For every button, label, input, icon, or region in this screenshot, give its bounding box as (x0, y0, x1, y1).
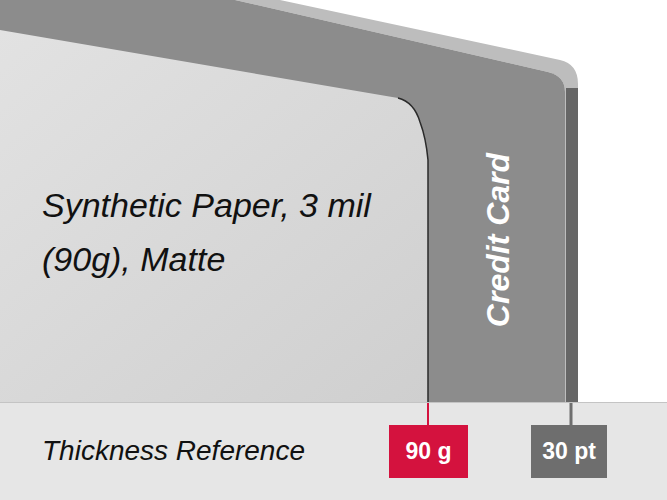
reference-band: Thickness Reference 90 g 30 pt (0, 402, 667, 500)
paper-tick (427, 403, 429, 425)
paper-thickness-chip: 90 g (389, 425, 468, 478)
card-face (0, 0, 565, 402)
thickness-value: 90 g (405, 438, 451, 465)
paper-edge (398, 98, 428, 402)
card-label: Credit Card (479, 153, 516, 327)
band-top-line (0, 402, 667, 403)
paper-sheet: Synthetic Paper, 3 mil (90g), Matte (0, 150, 428, 402)
paper-description: Synthetic Paper, 3 mil (90g), Matte (42, 178, 372, 286)
thickness-value: 30 pt (542, 438, 596, 465)
paper-sheet-shape (0, 30, 428, 402)
card-thickness-chip: 30 pt (531, 425, 607, 478)
band-heading: Thickness Reference (42, 435, 305, 467)
card-tick (570, 403, 573, 425)
card-side (566, 88, 578, 402)
credit-card: Credit Card (430, 78, 565, 402)
band-ground (0, 402, 667, 500)
